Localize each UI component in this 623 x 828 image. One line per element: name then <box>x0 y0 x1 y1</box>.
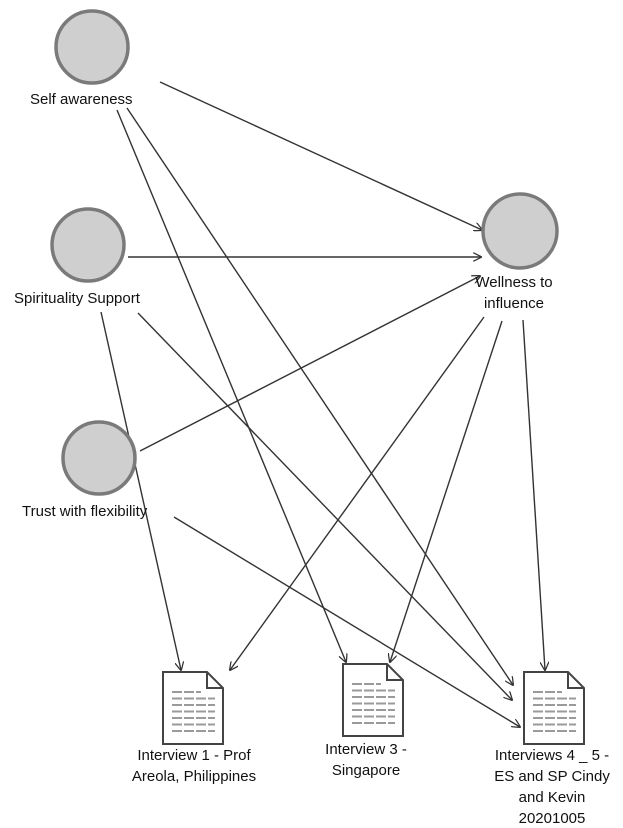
edge-wellness-to-influence-to-interviews-4-5[interactable] <box>522 319 545 670</box>
document-label: Interview 3 - <box>325 741 407 758</box>
node-label: Self awareness <box>30 91 133 108</box>
theme-node-circle[interactable] <box>54 9 130 85</box>
document-icon <box>523 671 585 745</box>
document-label: Areola, Philippines <box>132 768 256 785</box>
node-self-awareness[interactable]: Self awareness <box>30 9 133 108</box>
document-page-shape <box>523 671 585 745</box>
node-label: Trust with flexibility <box>22 503 148 520</box>
document-page-shape <box>162 671 224 745</box>
edge-spirituality-support-to-interview-1[interactable] <box>100 311 181 670</box>
edges-layer <box>100 81 545 727</box>
node-spirituality-support[interactable]: Spirituality Support <box>14 207 141 307</box>
edge-self-awareness-to-wellness-to-influence[interactable] <box>159 81 482 230</box>
node-label: influence <box>484 295 544 312</box>
theme-node-circle[interactable] <box>61 420 137 496</box>
document-label: Singapore <box>332 762 400 779</box>
edge-self-awareness-to-interviews-4-5[interactable] <box>126 107 513 685</box>
document-icon <box>342 663 404 737</box>
document-label: Interview 1 - Prof <box>137 747 251 764</box>
theme-node-circle[interactable] <box>50 207 126 283</box>
document-label: ES and SP Cindy <box>494 768 610 785</box>
edge-self-awareness-to-interview-3[interactable] <box>116 109 346 662</box>
node-trust-with-flexibility[interactable]: Trust with flexibility <box>22 420 148 520</box>
document-fold-shape <box>567 672 584 689</box>
edge-trust-with-flexibility-to-wellness-to-influence[interactable] <box>139 276 480 452</box>
document-label: 20201005 <box>519 810 586 827</box>
document-interviews-4-5[interactable]: Interviews 4 _ 5 - ES and SP Cindy and K… <box>494 671 610 827</box>
document-label: and Kevin <box>519 789 586 806</box>
edge-spirituality-support-to-interviews-4-5[interactable] <box>137 312 512 700</box>
document-page-shape <box>342 663 404 737</box>
document-fold-shape <box>206 672 223 689</box>
document-interview-1[interactable]: Interview 1 - Prof Areola, Philippines <box>132 671 256 785</box>
node-label: Spirituality Support <box>14 290 141 307</box>
edge-wellness-to-influence-to-interview-1[interactable] <box>230 316 485 670</box>
edge-trust-with-flexibility-to-interviews-4-5[interactable] <box>173 516 520 727</box>
node-label: Wellness to <box>475 274 552 291</box>
edge-wellness-to-influence-to-interview-3[interactable] <box>390 320 503 662</box>
node-wellness-to-influence[interactable]: Wellness to influence <box>475 192 559 312</box>
document-label: Interviews 4 _ 5 - <box>495 747 609 764</box>
theme-node-circle[interactable] <box>481 192 559 270</box>
document-interview-3[interactable]: Interview 3 - Singapore <box>325 663 407 779</box>
document-fold-shape <box>386 664 403 681</box>
document-icon <box>162 671 224 745</box>
